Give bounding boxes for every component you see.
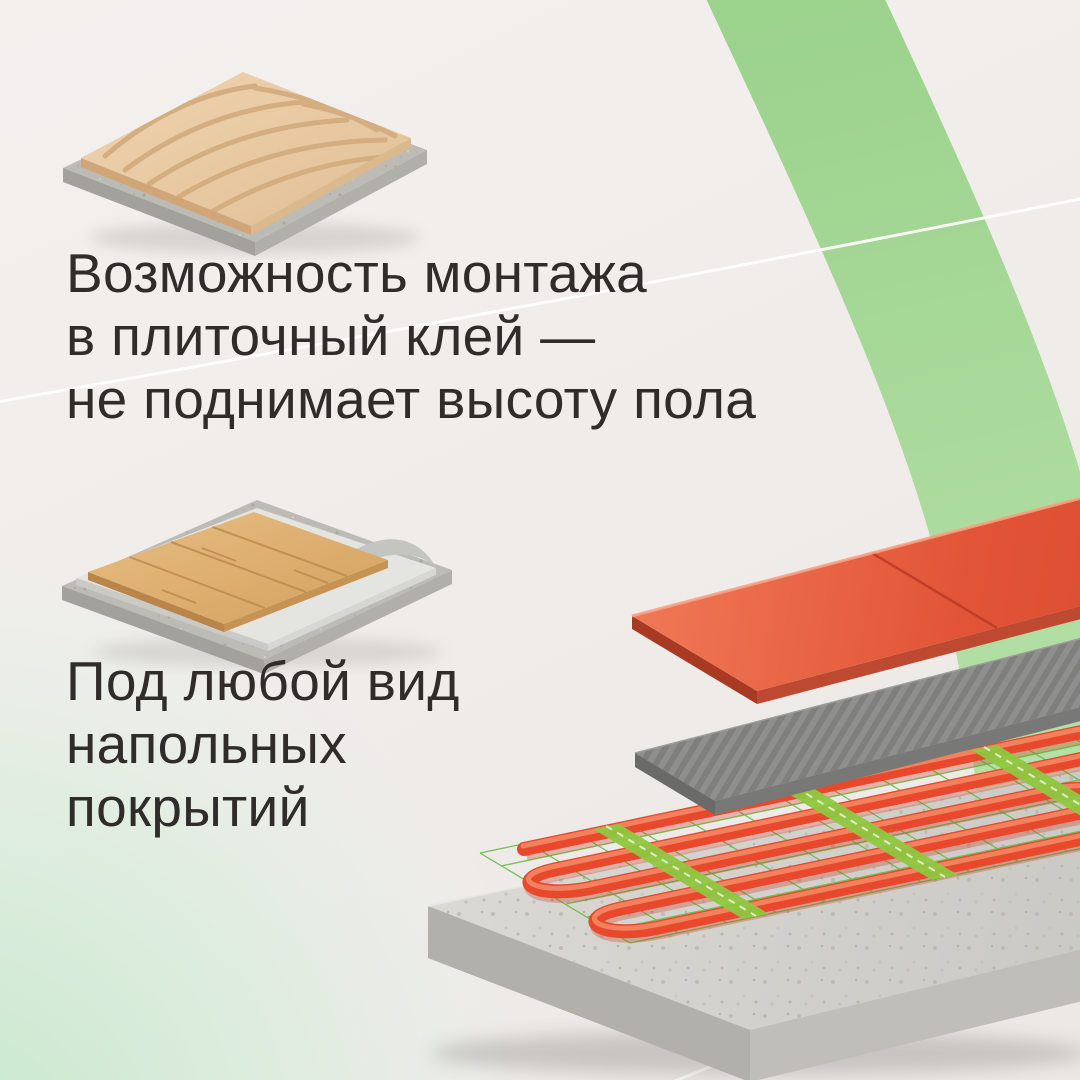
headline-tile-adhesive: Возможность монтажа в плиточный клей — н…: [66, 242, 756, 431]
headline-line: не поднимает высоту пола: [66, 368, 757, 430]
headline-line: в плиточный клей —: [66, 305, 596, 367]
wood-plank-layer: [88, 512, 388, 632]
mint-corner-glow: [0, 543, 555, 1080]
headline-line: Под любой вид: [66, 650, 460, 712]
ceramic-tile-layer: [81, 72, 411, 235]
ribbed-underlay-layer: [634, 637, 1080, 815]
headline-floor-coverings: Под любой вид напольных покрытий: [66, 650, 460, 839]
headline-line: покрытий: [66, 776, 310, 838]
headline-line: Возможность монтажа: [66, 242, 648, 304]
headline-line: напольных: [66, 713, 347, 775]
ceramic-tile-illustration: [63, 72, 427, 256]
heating-mat-mesh: [479, 725, 1080, 944]
red-tile-layer: [631, 498, 1080, 704]
heating-cable: [517, 725, 1080, 943]
underlay-curl: [348, 539, 436, 567]
heating-mat-exploded-illustration: [427, 498, 1080, 1080]
fixing-tapes: [593, 745, 1080, 919]
wood-flooring-illustration: [62, 500, 452, 674]
